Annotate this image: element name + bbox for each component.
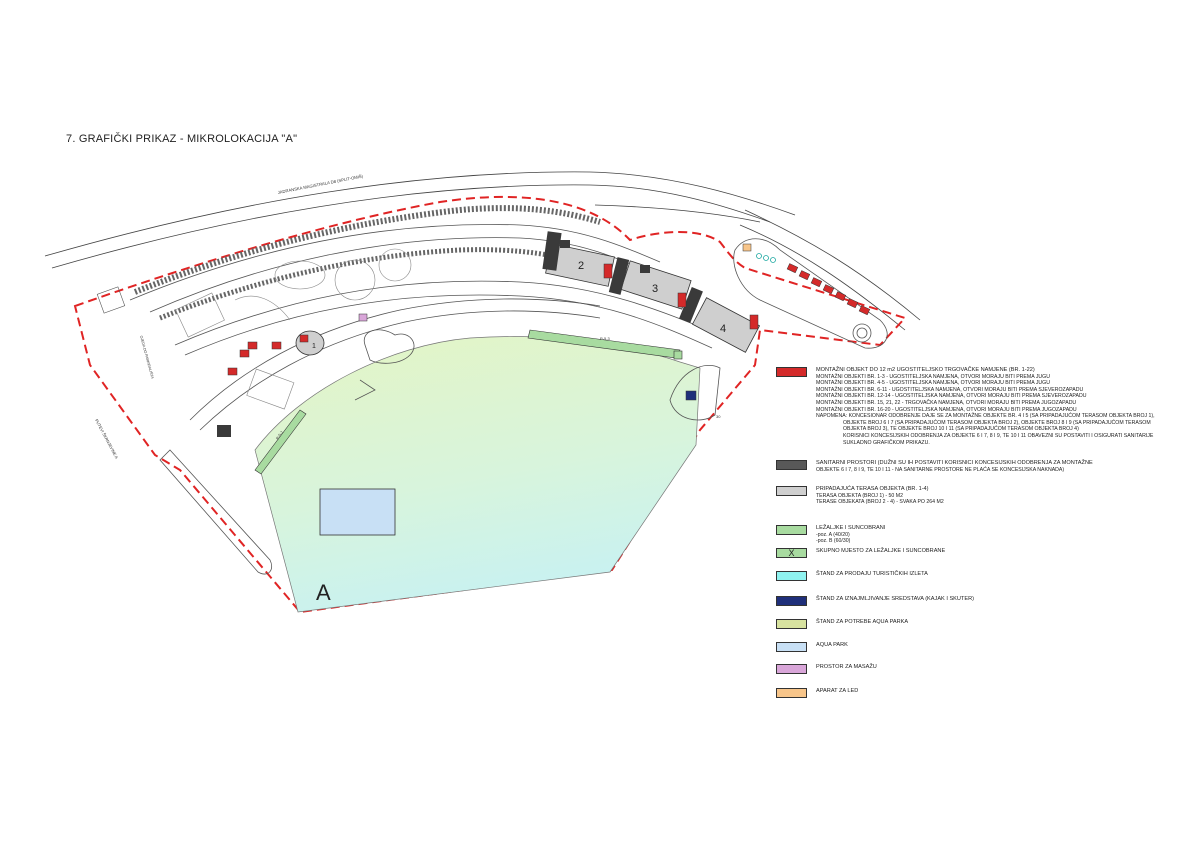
legend-text: PROSTOR ZA MASAŽU [816,664,877,671]
legend-item: ŠTAND ZA PRODAJU TURISTIČKIH IZLETA [776,571,928,581]
terrace-1 [295,330,325,356]
terrace-number-4: 4 [720,323,726,335]
legend-title: MONTAŽNI OBJEKT DO 12 m2 UGOSTITELJSKO T… [816,367,1035,373]
terrace-number-3: 3 [652,283,658,295]
terrace-number-2: 2 [578,260,584,272]
legend-swatch [776,619,807,629]
legend-text: ŠTAND ZA PRODAJU TURISTIČKIH IZLETA [816,571,928,578]
legend-title: AQUA PARK [816,642,848,648]
ice-machine [742,243,752,252]
legend-line: MONTAŽNI OBJEKTI BR. 15, 21, 22 - TRGOVA… [816,399,1077,406]
svg-text:P-5-3: P-5-3 [600,336,611,341]
legend-item: X SKUPNO MJESTO ZA LEŽALJKE I SUNCOBRANE [776,548,945,558]
legend-item: ŠTAND ZA IZNAJMLJIVANJE SREDSTAVA (KAJAK… [776,596,974,606]
legend-swatch: X [776,548,807,558]
terraces [295,243,761,356]
legend-text: MONTAŽNI OBJEKT DO 12 m2 UGOSTITELJSKO T… [816,367,1155,446]
rental-stand [685,390,697,401]
street-label: PUTEVI ŠKRNJEVINE A [94,418,119,460]
legend-title: PRIPADAJUĆA TERASA OBJEKTA (BR. 1-4) [816,486,929,492]
legend-text: SANITARNI PROSTORI (DUŽNI SU IH POSTAVIT… [816,460,1093,473]
kiosks [227,263,871,376]
legend-item: LEŽALJKE I SUNCOBRANI-poz. A (40/20)-poz… [776,525,885,545]
legend-title: ŠTAND ZA POTREBE AQUA PARKA [816,619,909,625]
legend-text: ŠTAND ZA POTREBE AQUA PARKA [816,619,908,626]
legend-line: -poz. B (60/30) [816,538,851,545]
pier [159,449,273,575]
legend-text: SKUPNO MJESTO ZA LEŽALJKE I SUNCOBRANE [816,548,945,555]
aqua-park [319,488,396,536]
legend-line: OBJEKTA BROJ 3), TE OBJEKTE BROJ 10 I 11… [843,426,1079,433]
legend-swatch [776,460,807,470]
legend-line: NAPOMENA: KONCESIONAR ODOBRENJE DAJE SE … [816,413,1155,420]
legend-line: TERASA OBJEKTA (BROJ 1) - 50 M2 [816,492,903,499]
terrace-numbers: 2 3 4 1 [312,260,726,350]
legend-swatch [776,571,807,581]
road-label: JADRANSKA MAGISTRALA D8 (SPLIT-OMIŠ) [277,173,364,195]
legend-line: KORISNICI KONCESIJSKIH ODOBRENJA ZA OBJE… [843,432,1154,439]
note-label: 30 [716,414,721,419]
legend-swatch [776,525,807,535]
legend-item: ŠTAND ZA POTREBE AQUA PARKA [776,619,908,629]
lounger-labels: P-5-3 P-5-1 [275,336,611,441]
legend-line: MONTAŽNI OBJEKTI BR. 12-14 - UGOSTITELJS… [816,393,1087,400]
legend-line: MONTAŽNI OBJEKTI BR. 1-3 - UGOSTITELJSKA… [816,373,1050,380]
legend-item: SANITARNI PROSTORI (DUŽNI SU IH POSTAVIT… [776,460,1093,473]
legend-title: ŠTAND ZA PRODAJU TURISTIČKIH IZLETA [816,571,928,577]
concession-boundary [73,195,907,614]
legend-text: APARAT ZA LED [816,688,858,695]
legend-line: OBJEKTE BROJ 6 I 7 (SA PRIPADAJUĆOM TERA… [843,419,1151,426]
massage-spot [358,313,368,322]
excursion-stands [756,253,776,263]
legend-title: SKUPNO MJESTO ZA LEŽALJKE I SUNCOBRANE [816,548,946,554]
lounger-zones [254,329,683,475]
parking-rows [133,205,601,321]
legend-line: MONTAŽNI OBJEKTI BR. 16-20 - UGOSTITELJS… [816,406,1077,413]
legend-line: MONTAŽNI OBJEKTI BR. 6-11 - UGOSTITELJSK… [816,386,1084,393]
legend-text: AQUA PARK [816,642,848,649]
legend-item: PRIPADAJUĆA TERASA OBJEKTA (BR. 1-4)TERA… [776,486,944,506]
legend-line: TERASE OBJEKATA (BROJ 2 - 4) - SVAKA PO … [816,499,944,506]
legend-item: MONTAŽNI OBJEKT DO 12 m2 UGOSTITELJSKO T… [776,367,1155,446]
legend-line: SUKLADNO GRAFIČKOM PRIKAZU. [843,439,930,446]
terrace-3 [620,260,692,310]
legend-item: PROSTOR ZA MASAŽU [776,664,877,674]
promenade [129,224,721,431]
legend-title: ŠTAND ZA IZNAJMLJIVANJE SREDSTAVA (KAJAK… [816,596,974,602]
legend-title: SANITARNI PROSTORI (DUŽNI SU IH POSTAVIT… [816,460,1093,466]
page-title: 7. GRAFIČKI PRIKAZ - MIKROLOKACIJA "A" [66,133,298,145]
beach-area [254,336,701,613]
sanitary-units [217,231,703,437]
legend-title: LEŽALJKE I SUNCOBRANI [816,525,886,531]
left-parking-box [96,286,126,314]
legend-text: ŠTAND ZA IZNAJMLJIVANJE SREDSTAVA (KAJAK… [816,596,974,603]
legend-swatch [776,664,807,674]
svg-text:P-5-1: P-5-1 [275,429,285,441]
legend-swatch [776,688,807,698]
park-paths [175,248,412,410]
legend-text: LEŽALJKE I SUNCOBRANI-poz. A (40/20)-poz… [816,525,885,545]
terrace-4 [691,297,761,353]
legend-swatch [776,486,807,496]
roundabout [669,238,888,421]
terrace-number-1: 1 [312,343,316,350]
legend-item: AQUA PARK [776,642,848,652]
legend-swatch [776,367,807,377]
legend-title: PROSTOR ZA MASAŽU [816,664,877,670]
legend-line: -poz. A (40/20) [816,531,850,538]
legend-line: MONTAŽNI OBJEKTI BR. 4-5 - UGOSTITELJSKA… [816,380,1050,387]
legend-swatch [776,642,807,652]
road-lines [44,171,921,331]
playground [354,329,415,401]
legend-title: APARAT ZA LED [816,688,859,694]
side-label: OJEDA DO PARKIRALIŠTA [139,335,155,380]
legend-line: OBJEKTE 6 I 7, 8 I 9, TE 10 I 11 - NA SA… [816,466,1065,473]
legend-swatch [776,596,807,606]
zone-label: A [316,580,331,605]
legend-text: PRIPADAJUĆA TERASA OBJEKTA (BR. 1-4)TERA… [816,486,944,506]
legend-item: APARAT ZA LED [776,688,858,698]
